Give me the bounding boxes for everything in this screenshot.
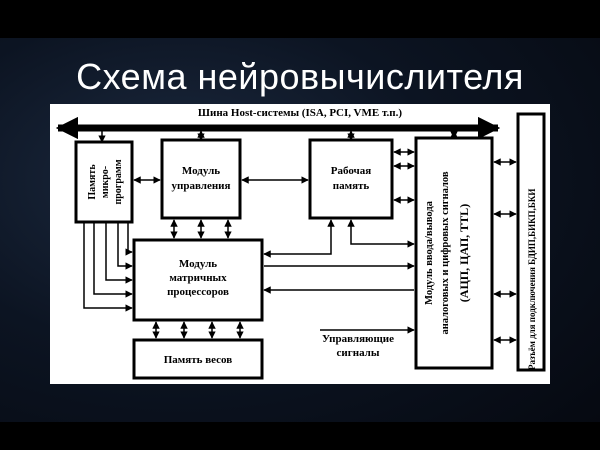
- diagram-panel: Шина Host-системы (ISA, PCI, VME т.п.) Р…: [50, 104, 550, 384]
- weights-memory-label: Память весов: [164, 354, 233, 366]
- connector-block: Разъём для подключения БДИП,БИКП,БКИ: [516, 112, 546, 372]
- slide-title: Схема нейровычислителя: [76, 56, 524, 97]
- top-dark-band: [0, 0, 600, 38]
- weights-memory-block: Память весов: [132, 338, 264, 380]
- host-bus-label: Шина Host-системы (ISA, PCI, VME т.п.): [198, 107, 402, 119]
- control-module-block: Модуль управления: [160, 138, 242, 220]
- io-module-line-3: (АЦП, ЦАП, TTL): [457, 204, 471, 302]
- working-memory-block: Рабочая память: [308, 138, 394, 220]
- matrix-module-block: Модуль матричных процессоров: [132, 238, 264, 322]
- matrix-module-line-2: матричных: [169, 272, 227, 284]
- neurocomputer-diagram: Шина Host-системы (ISA, PCI, VME т.п.) Р…: [55, 107, 546, 380]
- control-signals-line-2: сигналы: [337, 347, 380, 359]
- working-memory-line-1: Рабочая: [331, 165, 371, 177]
- control-module-line-1: Модуль: [182, 165, 220, 177]
- working-memory-line-2: память: [333, 180, 370, 192]
- program-memory-line-3: программ: [113, 159, 124, 204]
- matrix-module-line-3: процессоров: [167, 286, 229, 298]
- io-module-block: Модуль ввода/вывода аналоговых и цифровы…: [414, 136, 494, 370]
- bottom-dark-band: [0, 422, 600, 450]
- connector-label: Разъём для подключения БДИП,БИКП,БКИ: [527, 189, 537, 370]
- program-memory-block: Память микро- программ: [74, 140, 134, 224]
- control-signals-line-1: Управляющие: [322, 333, 394, 345]
- program-memory-line-2: микро-: [100, 166, 111, 198]
- connection-arrows: [83, 130, 517, 344]
- io-module-line-1: Модуль ввода/вывода: [424, 200, 435, 305]
- program-memory-line-1: Память: [87, 164, 98, 200]
- control-module-line-2: управления: [172, 180, 231, 192]
- matrix-module-line-1: Модуль: [179, 258, 217, 270]
- io-module-line-2: аналоговых и цифровых сигналов: [440, 171, 451, 334]
